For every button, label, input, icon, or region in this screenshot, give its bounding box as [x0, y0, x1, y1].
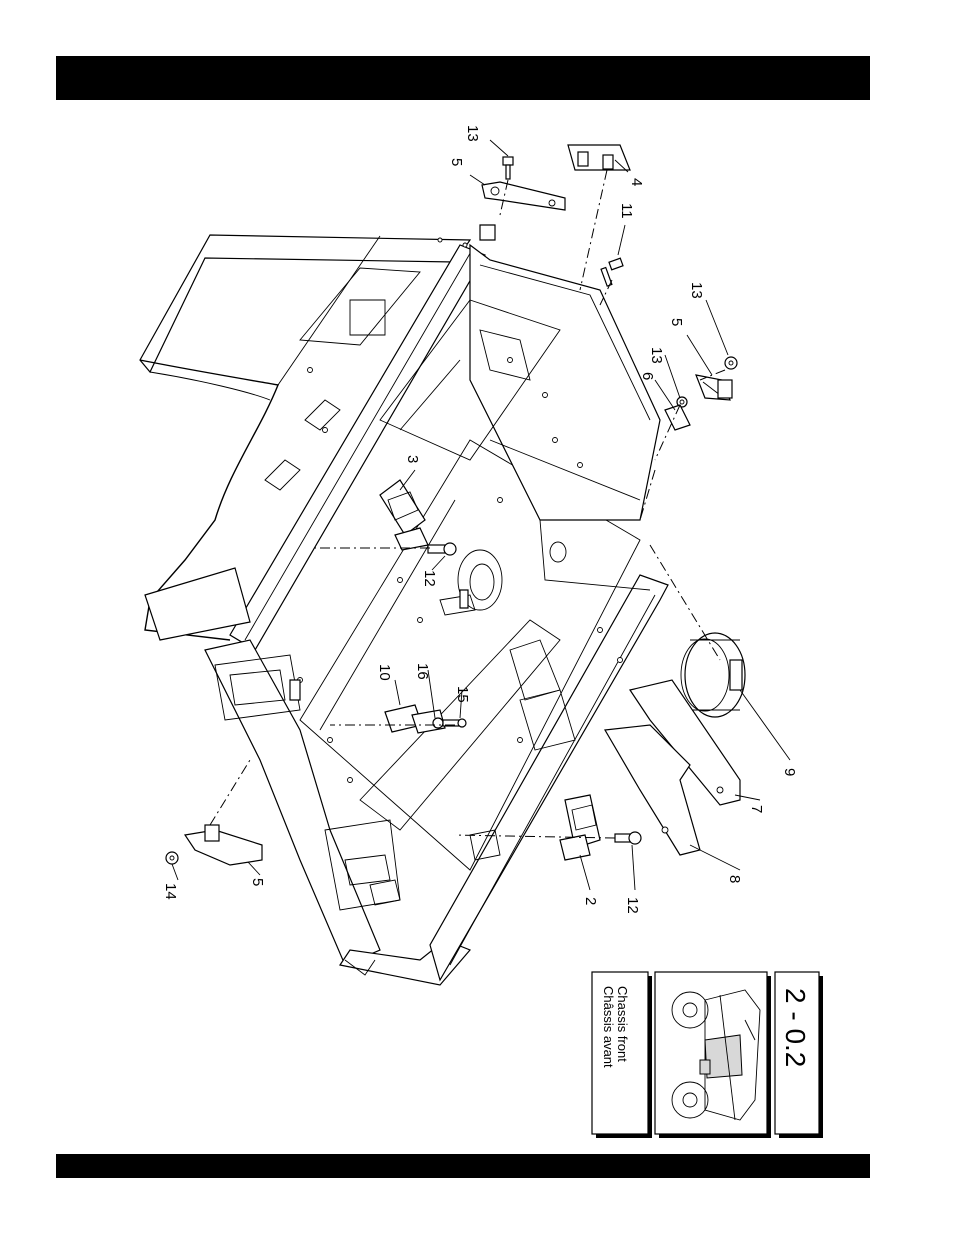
part-12-bolt-b	[615, 832, 641, 844]
tab-title-en: Chassis front	[615, 986, 630, 1062]
part-9-motor	[681, 633, 745, 717]
part-6-plate	[665, 405, 690, 430]
part-5-arm-right	[696, 375, 732, 400]
part-12-bolt-a	[428, 543, 456, 555]
callout-13: 13	[688, 282, 705, 299]
part-13-nut-b	[725, 357, 737, 369]
callout-4: 4	[628, 178, 645, 186]
tab-title-fr: Châssis avant	[601, 986, 616, 1068]
part-16-washer	[433, 718, 443, 728]
callout-5: 5	[448, 158, 465, 166]
part-2-hinge	[560, 795, 600, 860]
callout-16: 16	[414, 663, 431, 680]
callout-5: 5	[249, 878, 266, 886]
callout-2: 2	[582, 897, 599, 905]
callout-12: 12	[421, 570, 438, 587]
callout-3: 3	[404, 455, 421, 463]
part-11-bolt	[601, 258, 623, 286]
callout-13: 13	[464, 125, 481, 142]
callout-12: 12	[624, 897, 641, 914]
callout-5: 5	[668, 318, 685, 326]
chassis-frame	[140, 235, 668, 985]
callout-9: 9	[781, 768, 798, 776]
part-14-nut	[166, 852, 178, 864]
part-3-hinge	[380, 480, 428, 550]
callout-14: 14	[162, 883, 179, 900]
part-5-arm-lower	[185, 825, 262, 865]
callout-11: 11	[618, 203, 635, 219]
callout-13: 13	[648, 347, 665, 364]
callout-10: 10	[376, 664, 393, 681]
part-13-screw-a	[503, 157, 513, 179]
callout-6: 6	[639, 372, 656, 380]
tab-section-number: 2 - 0.2	[780, 988, 811, 1067]
part-5-arm-upper	[480, 182, 565, 240]
callout-7: 7	[748, 805, 765, 813]
part-15-screw	[443, 719, 466, 727]
callout-15: 15	[454, 686, 471, 703]
section-tab: Chassis front Châssis avant 2 - 0.2	[592, 972, 823, 1138]
callout-8: 8	[726, 875, 743, 883]
part-4-bracket	[568, 145, 630, 170]
